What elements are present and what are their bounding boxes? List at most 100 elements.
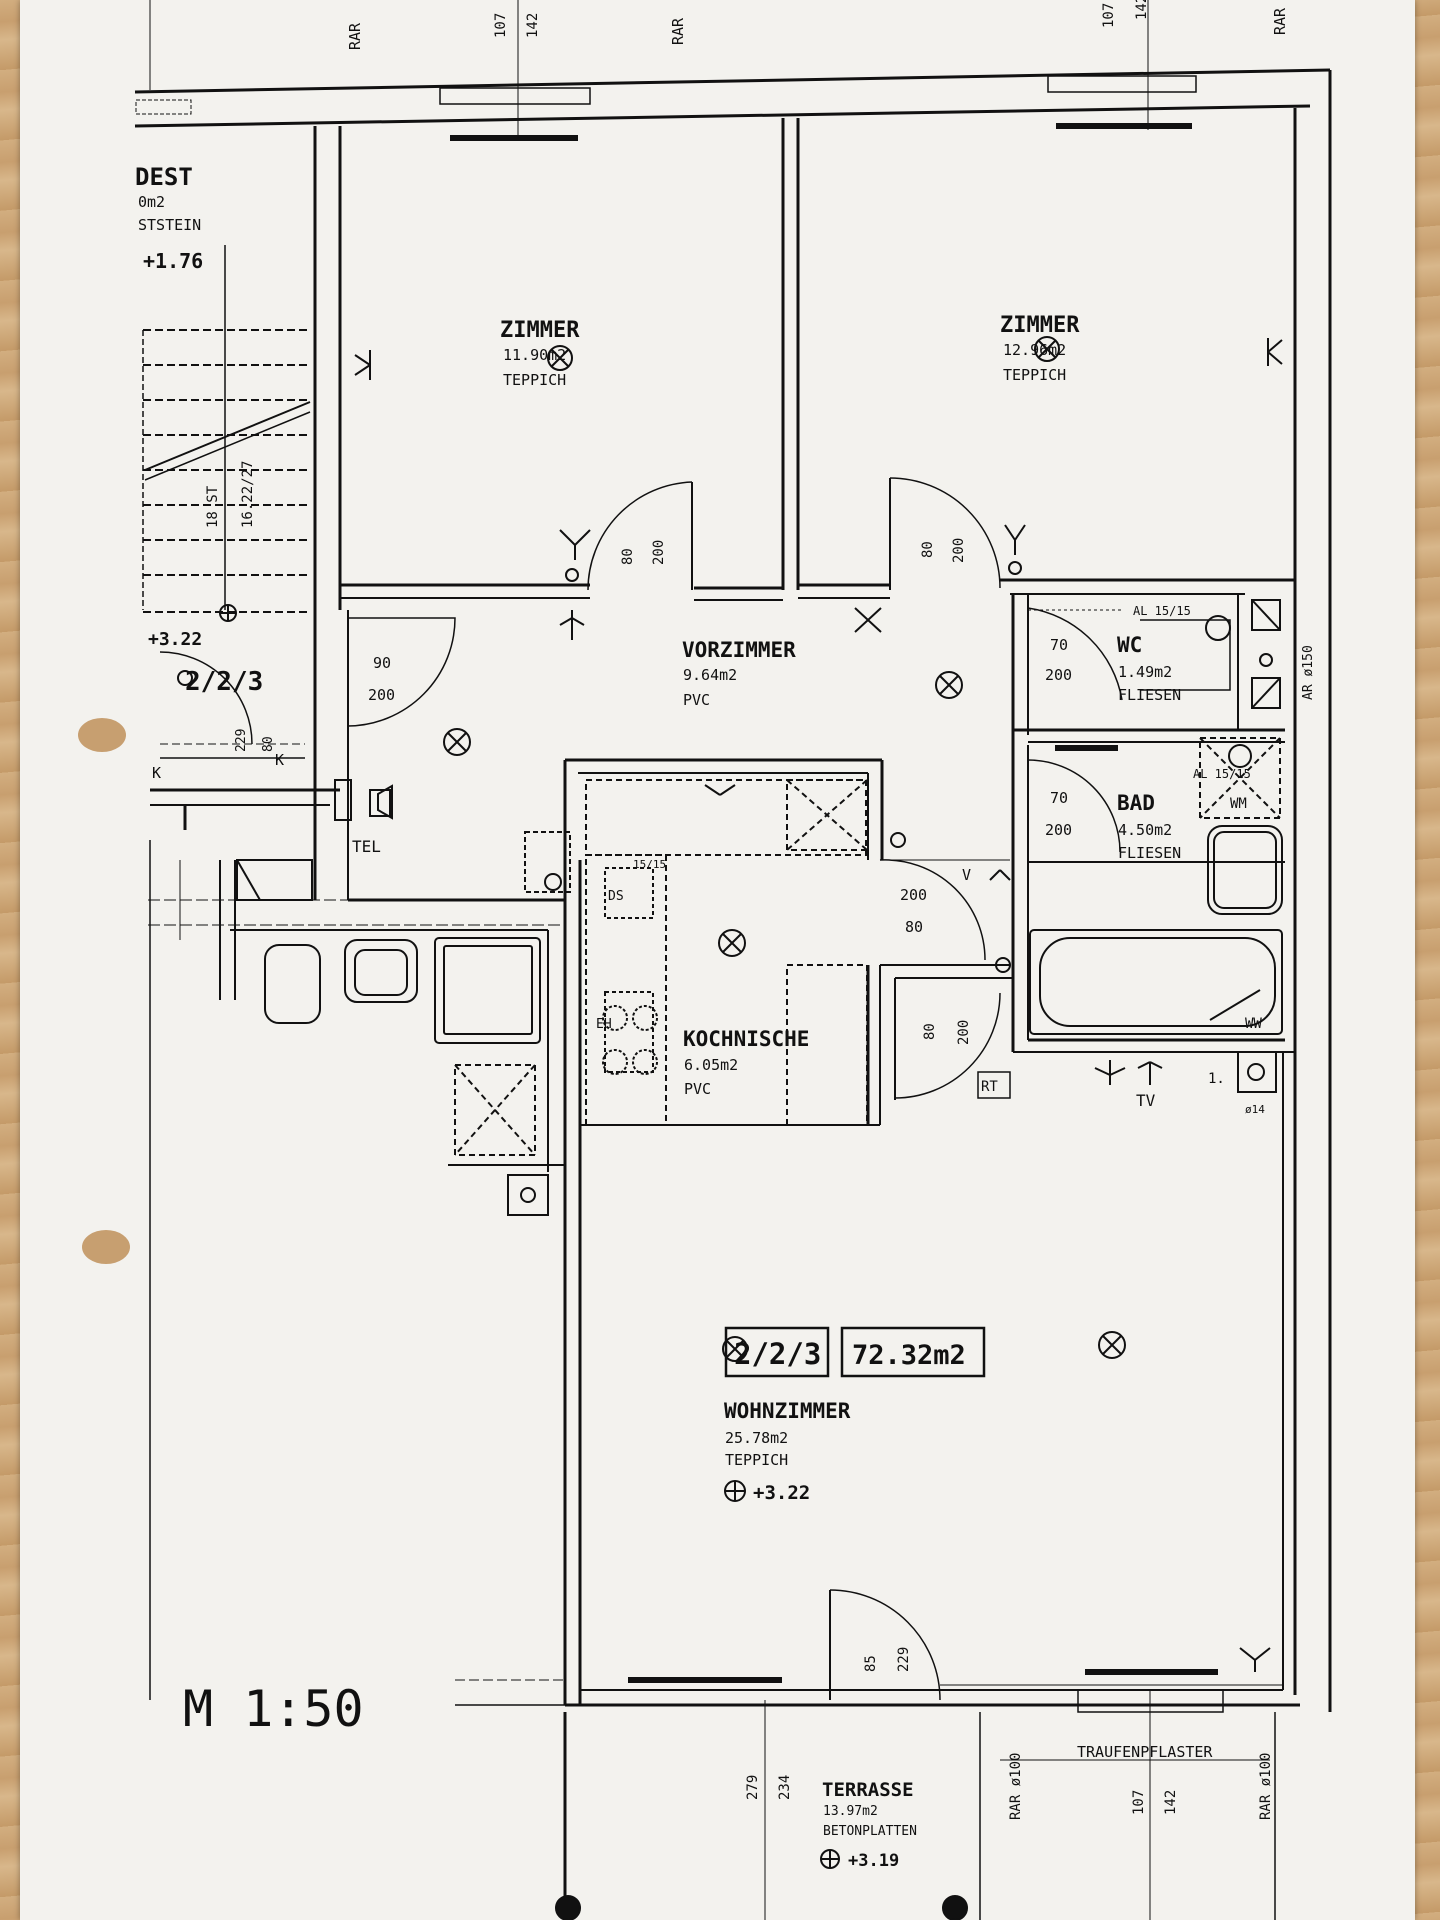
sk-label: 15/15 — [633, 858, 666, 871]
left-room-level: +1.76 — [143, 249, 203, 273]
exterior-wall-top — [134, 68, 1332, 1712]
terrasse-area: 13.97m2 — [823, 1804, 878, 1819]
punch-hole-upper — [78, 718, 126, 752]
door-terrace-h: 229 — [896, 1647, 912, 1672]
kitchen-block — [524, 758, 884, 1705]
rar-label-2: RAR — [669, 17, 687, 45]
door-entrance-w: 90 — [373, 654, 391, 672]
dim-top-c: 107 — [1101, 3, 1117, 28]
kitchen-door-w: 200 — [900, 886, 927, 904]
wohnzimmer-floor: TEPPICH — [725, 1451, 788, 1469]
bad-floor: FLIESEN — [1118, 844, 1181, 862]
d14-label: ø14 — [1245, 1103, 1265, 1116]
wc-door-w: 70 — [1050, 636, 1068, 654]
rt-box — [977, 1071, 1011, 1099]
unit-id: 2/2/3 — [734, 1337, 821, 1371]
door-kitchen — [879, 859, 1015, 1100]
ceiling-lights — [443, 336, 1126, 1362]
upper-partitions — [339, 118, 1295, 601]
rar100-right: RAR ø100 — [1258, 1753, 1274, 1820]
zimmer-right-name: ZIMMER — [1000, 313, 1080, 338]
bad-door-w: 70 — [1050, 789, 1068, 807]
terrasse-level: +3.19 — [848, 1851, 899, 1871]
zimmer-left-floor: TEPPICH — [503, 371, 566, 389]
door-zimmer-right-w: 80 — [920, 541, 936, 558]
door-zimmer-left-h: 200 — [651, 540, 667, 565]
wm-label: WM — [1230, 796, 1247, 812]
tel-label: TEL — [352, 837, 381, 856]
dim-top-b: 142 — [525, 13, 541, 38]
dim-bottom-a: 107 — [1131, 1790, 1147, 1815]
zimmer-right-floor: TEPPICH — [1003, 366, 1066, 384]
dim-top-d: 142 — [1134, 0, 1150, 20]
door-left-w: 229 — [234, 729, 249, 752]
living-room-walls — [565, 1052, 1300, 1713]
traufenpflaster-label: TRAUFENPFLASTER — [1077, 1743, 1213, 1761]
stairs-count: 18 ST — [205, 485, 221, 528]
wc-door-h: 200 — [1045, 666, 1072, 684]
zimmer-right-area: 12.96m2 — [1003, 341, 1066, 359]
rar-label-3: RAR — [1271, 7, 1289, 35]
stairs-rise: 16.22/27 — [240, 461, 256, 528]
door-zimmer-left — [587, 481, 693, 591]
bad-al-label: AL 15/15 — [1193, 767, 1251, 781]
outlets — [177, 338, 1283, 1672]
left-room-area: 0m2 — [138, 193, 165, 211]
vorzimmer-area: 9.64m2 — [683, 666, 737, 684]
rar-label-1: RAR — [346, 22, 364, 50]
level-marker-terrace-cross — [821, 1850, 839, 1868]
stair-unit-label: 2/2/3 — [185, 667, 263, 697]
door-left-h: 80 — [261, 736, 276, 752]
bad-name: BAD — [1117, 791, 1155, 815]
terrasse-name: TERRASSE — [822, 1779, 914, 1801]
door-zimmer-right-h: 200 — [951, 538, 967, 563]
kochnische-area: 6.05m2 — [684, 1056, 738, 1074]
wc-area: 1.49m2 — [1118, 663, 1172, 681]
tv-label: TV — [1136, 1091, 1156, 1110]
scale-label: M 1:50 — [183, 1680, 364, 1738]
v-label: V — [962, 866, 971, 884]
door-terrace-w: 85 — [863, 1655, 879, 1672]
ar150-label: AR ø150 — [1301, 645, 1316, 700]
wohnzimmer-area: 25.78m2 — [725, 1429, 788, 1447]
dim-terr-a: 279 — [745, 1775, 761, 1800]
kitchen-door-h: 80 — [905, 918, 923, 936]
rt-label: RT — [981, 1079, 998, 1095]
kochnische-floor: PVC — [684, 1080, 711, 1098]
k-label: K — [152, 764, 161, 782]
level-marker-living-cross — [725, 1481, 745, 1501]
unit-area: 72.32m2 — [852, 1340, 966, 1371]
terrace — [455, 1679, 1276, 1920]
wc-floor: FLIESEN — [1118, 686, 1181, 704]
ww-label: WW — [1245, 1016, 1262, 1032]
door-entrance-h: 200 — [368, 686, 395, 704]
punch-hole-lower — [82, 1230, 130, 1264]
bad-area: 4.50m2 — [1118, 821, 1172, 839]
terrasse-floor: BETONPLATTEN — [823, 1824, 917, 1839]
door-living-h: 200 — [956, 1020, 972, 1045]
one-label: 1. — [1208, 1071, 1225, 1087]
window-dimension-lines — [149, 0, 1151, 1920]
door-zimmer-right — [889, 477, 1001, 590]
rar100-left: RAR ø100 — [1008, 1753, 1024, 1820]
plan-text-layer: RAR RAR RAR 107 142 107 142 DEST 0m2 STS… — [135, 0, 1316, 1871]
kochnische-name: KOCHNISCHE — [683, 1027, 809, 1051]
neighbor-apartment — [148, 651, 565, 1700]
door-living-w: 80 — [922, 1023, 938, 1040]
zimmer-left-name: ZIMMER — [500, 318, 580, 343]
left-room-floor: STSTEIN — [138, 216, 201, 234]
bad-door-h: 200 — [1045, 821, 1072, 839]
unit-id-box — [724, 1326, 830, 1378]
dim-bottom-b: 142 — [1163, 1790, 1179, 1815]
zimmer-left-area: 11.90m2 — [503, 346, 566, 364]
dim-top-a: 107 — [493, 13, 509, 38]
eh-label: EH — [596, 1017, 612, 1032]
k-label-2: K — [275, 751, 284, 769]
wc-al-label: AL 15/15 — [1133, 604, 1191, 618]
unit-area-box — [840, 1326, 986, 1378]
left-room-name: DEST — [135, 163, 193, 191]
vorzimmer-name: VORZIMMER — [682, 638, 796, 662]
ds-label: DS — [608, 889, 624, 904]
